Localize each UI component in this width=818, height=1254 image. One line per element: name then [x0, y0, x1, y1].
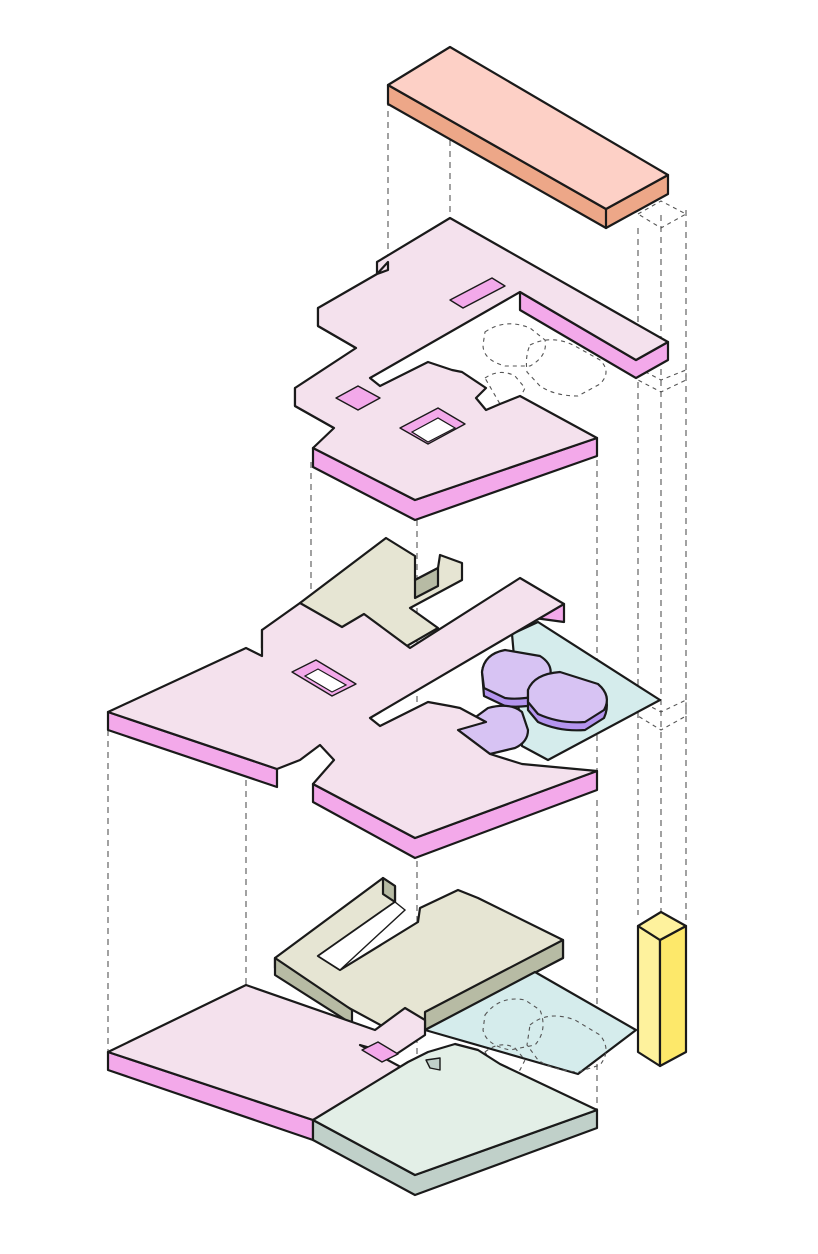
ground-floor-plate — [106, 876, 638, 1197]
middle-floor-plate — [106, 536, 662, 860]
vertical-core — [636, 910, 688, 1068]
upper-floor-plate — [293, 216, 670, 522]
roof-slab — [386, 45, 670, 230]
